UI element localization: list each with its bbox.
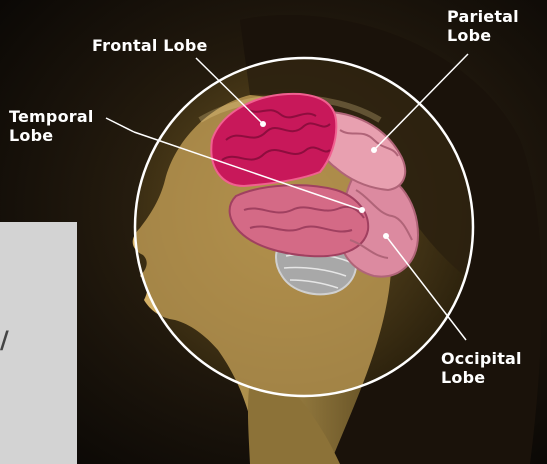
frontal-lobe-label: Frontal Lobe [92, 36, 208, 55]
frontal-dot [260, 121, 266, 127]
parietal-lobe-label: Parietal Lobe [447, 7, 519, 45]
parietal-label-line1: Parietal [447, 7, 519, 26]
frontal-lobe-label-text: Frontal Lobe [92, 36, 208, 55]
temporal-lobe-label: Temporal Lobe [9, 107, 94, 145]
panel-glyph: / [0, 326, 9, 354]
occipital-label-line2: Lobe [441, 368, 522, 387]
occipital-label-line1: Occipital [441, 349, 522, 368]
temporal-label-line1: Temporal [9, 107, 94, 126]
side-panel [0, 222, 77, 464]
occipital-lobe-label: Occipital Lobe [441, 349, 522, 387]
occipital-dot [383, 233, 389, 239]
temporal-dot [359, 207, 365, 213]
parietal-dot [371, 147, 377, 153]
parietal-label-line2: Lobe [447, 26, 519, 45]
temporal-label-line2: Lobe [9, 126, 94, 145]
